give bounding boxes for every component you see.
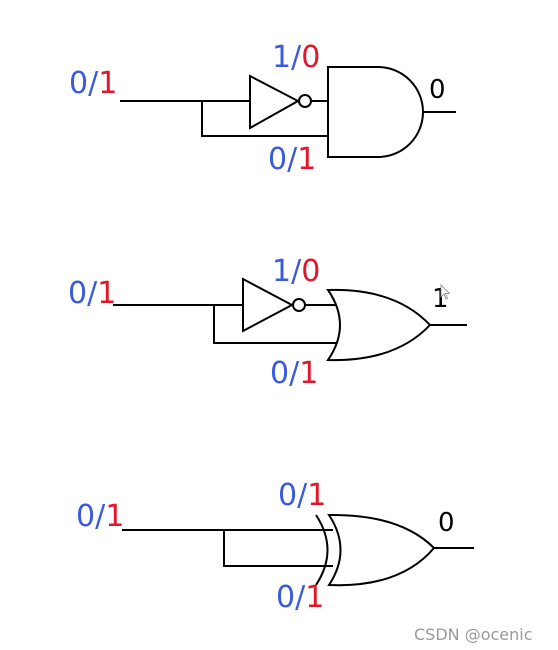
bottom-label: 0/1: [276, 580, 324, 615]
xor-input-arc: [315, 514, 329, 586]
or-gate: [326, 288, 432, 362]
branch-wire: [201, 101, 328, 137]
not-gate: [242, 277, 295, 333]
output-value: 0: [429, 75, 446, 105]
not-gate: [249, 74, 301, 130]
input-label: 0/1: [68, 276, 116, 311]
inverter-bubble: [298, 94, 312, 108]
circuit-or: 0/1 1/0 0/1 1: [68, 254, 467, 391]
top-label: 0/1: [278, 478, 326, 513]
input-label: 0/1: [69, 66, 117, 101]
inverted-label: 1/0: [272, 254, 320, 289]
mouse-cursor-icon: [440, 284, 451, 300]
input-label: 0/1: [76, 499, 124, 534]
xor-gate: [327, 513, 436, 587]
output-value: 0: [438, 508, 455, 538]
and-gate: [327, 66, 424, 158]
branch-wire: [213, 305, 336, 344]
inverter-bubble: [292, 298, 306, 312]
direct-label: 0/1: [268, 142, 316, 177]
circuit-and: 0/1 1/0 0/1 0: [69, 40, 456, 177]
branch-wire: [223, 530, 333, 567]
watermark: CSDN @ocenic: [414, 625, 533, 644]
circuit-xor: 0/1 0/1 0/1 0: [76, 478, 474, 615]
direct-label: 0/1: [270, 356, 318, 391]
inverted-label: 1/0: [272, 40, 320, 75]
